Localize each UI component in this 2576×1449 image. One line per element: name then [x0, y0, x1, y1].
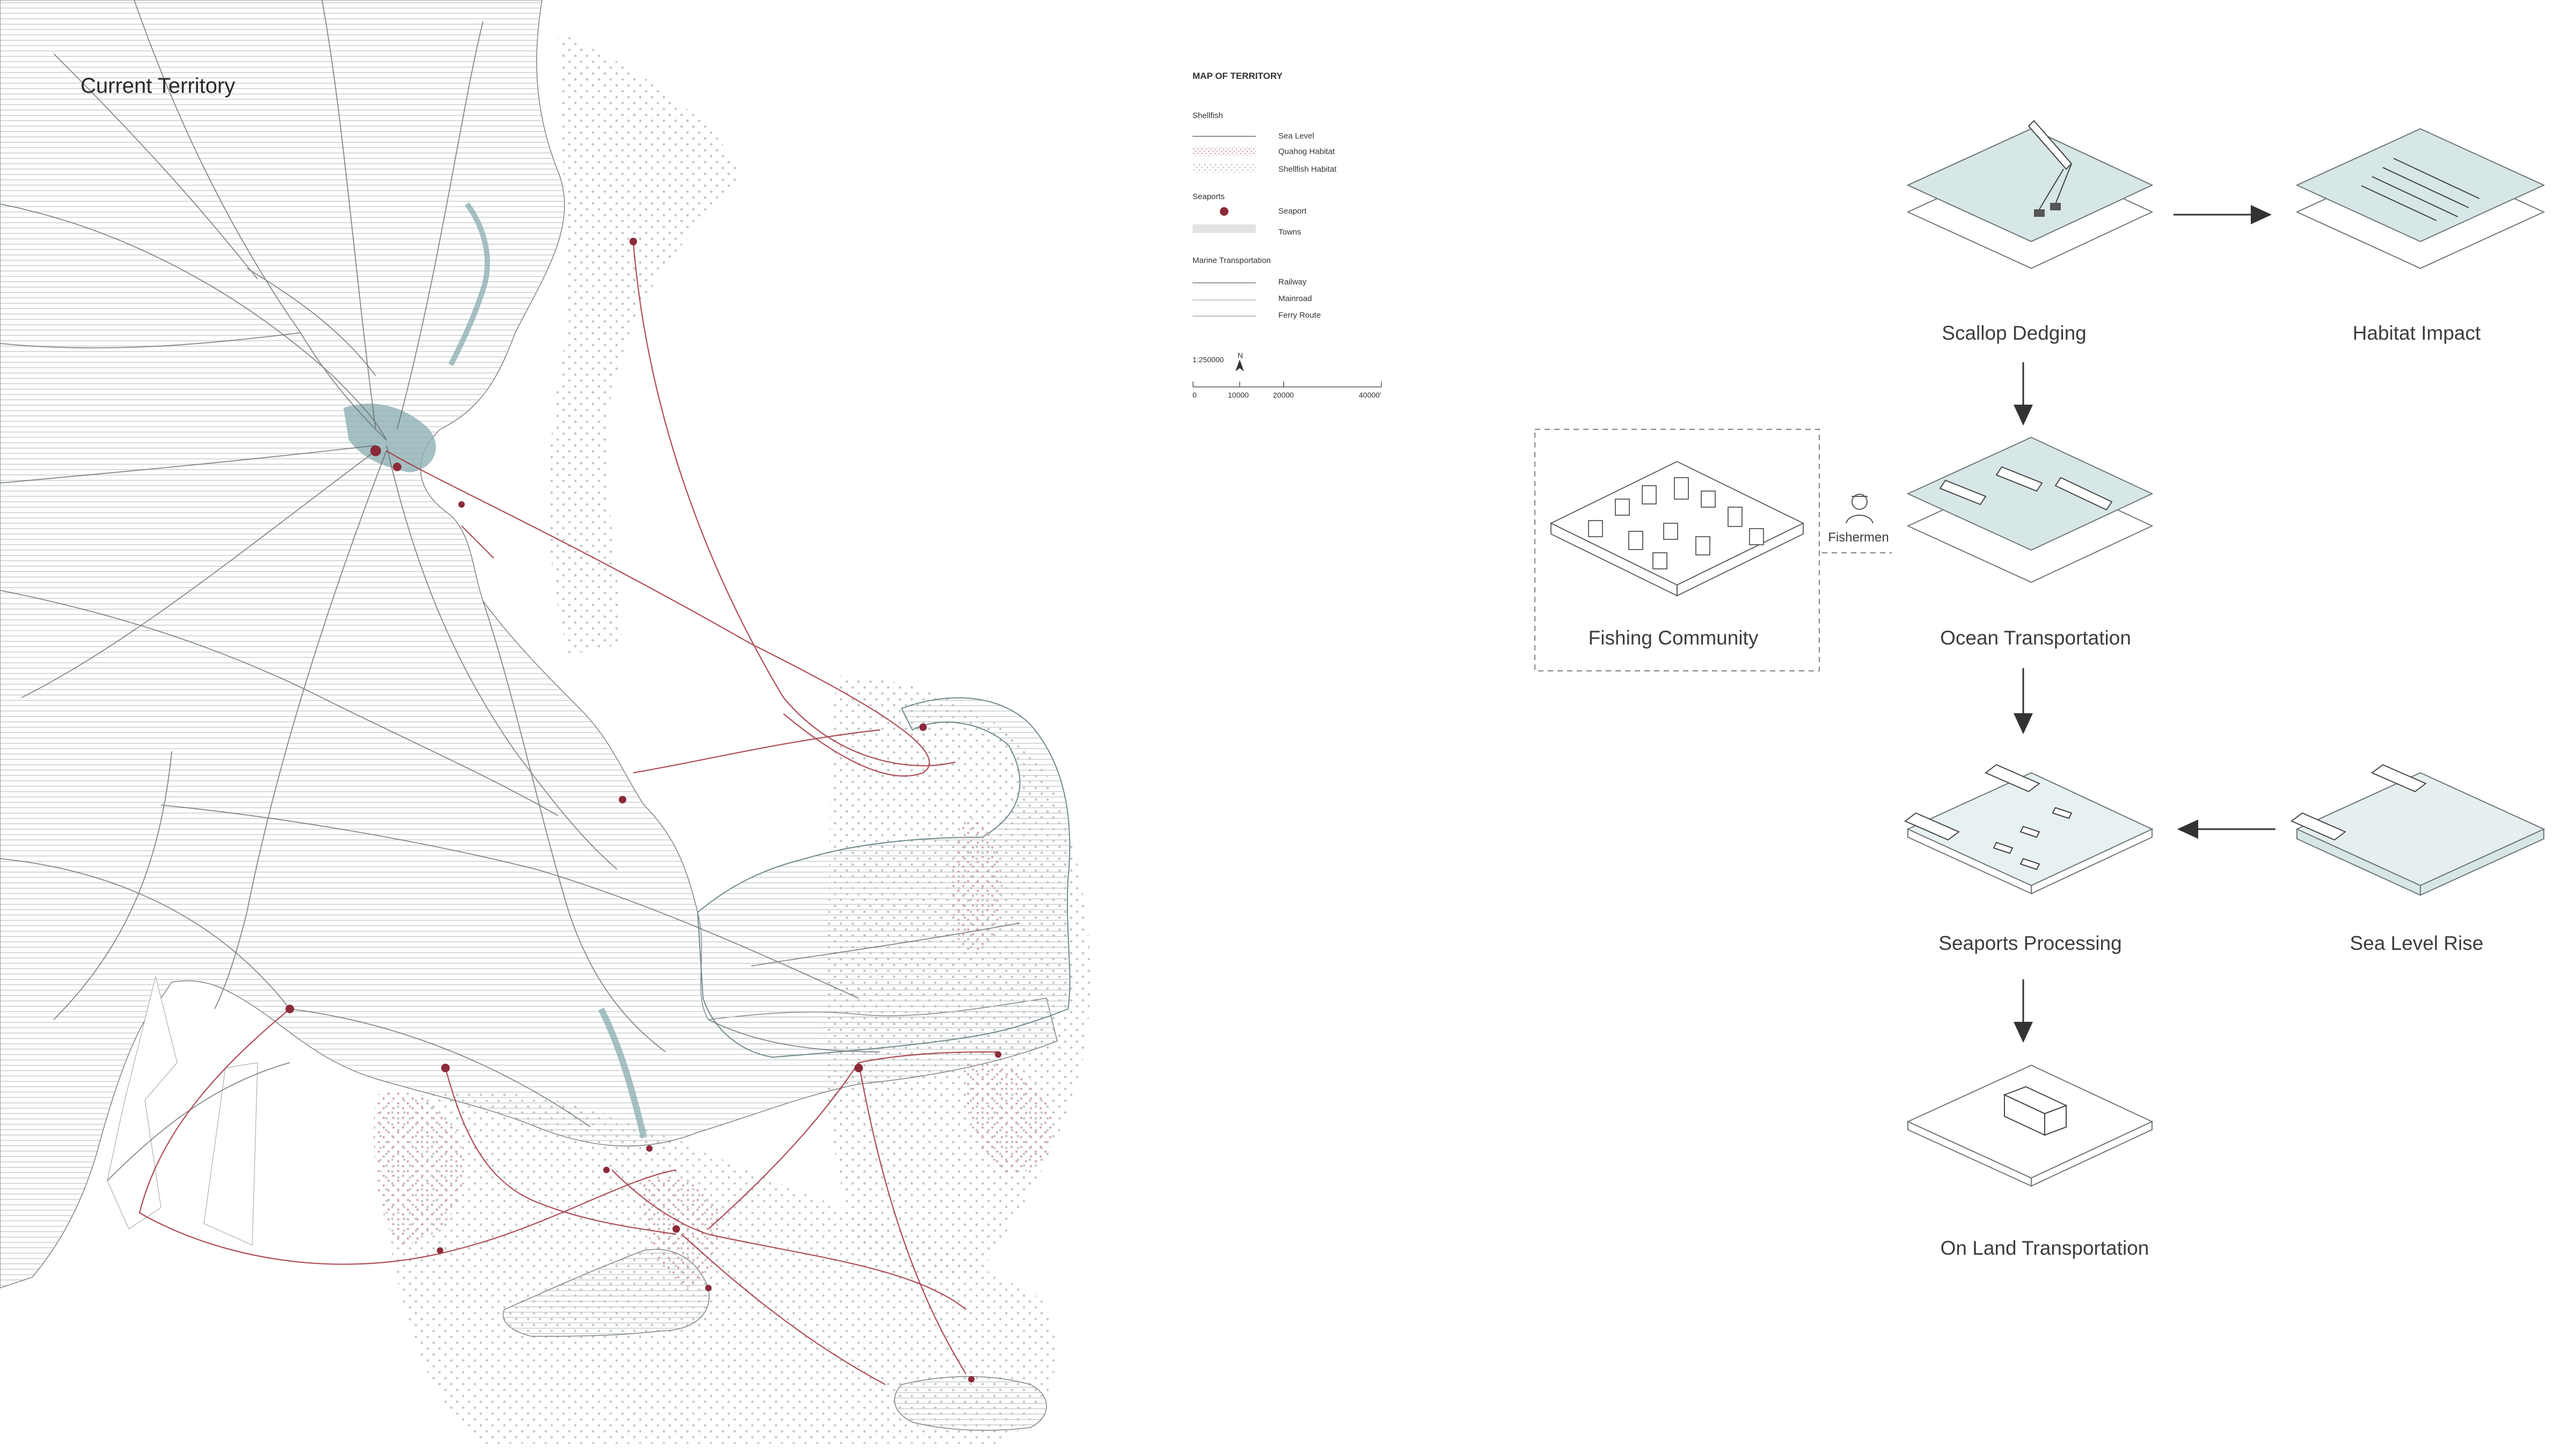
seaport-marker — [603, 1167, 610, 1173]
process-flow-diagram — [1534, 120, 2545, 1187]
ferry-routes — [138, 241, 999, 1385]
seaport-marker — [854, 1064, 863, 1072]
seaport-marker — [646, 1145, 653, 1152]
seaport-marker — [705, 1285, 712, 1291]
label-habitat-impact: Habitat Impact — [2352, 322, 2481, 344]
scallop-dredging-illustration — [1906, 120, 2154, 269]
fishing-community-box — [1534, 428, 1820, 672]
seaport-marker — [968, 1376, 975, 1382]
legend-scale-bar — [1192, 382, 1382, 387]
legend-section-marine: Marine Transportation — [1192, 256, 1271, 265]
quahog-habitat-zone-2 — [643, 1176, 720, 1288]
legend-section-seaports: Seaports — [1192, 192, 1225, 201]
seaport-marker — [370, 445, 381, 456]
fishing-community-illustration — [1549, 460, 1805, 597]
seaport-marker — [919, 723, 927, 731]
seaport-marker — [672, 1225, 680, 1233]
nantucket-island — [894, 1376, 1047, 1431]
legend-title: MAP OF TERRITORY — [1192, 71, 1283, 81]
label-fishermen: Fishermen — [1828, 530, 1889, 545]
north-arrow-icon — [1235, 360, 1244, 371]
legend-ferry-route: Ferry Route — [1278, 311, 1321, 320]
fisherman-icon — [1846, 494, 1874, 524]
west-bay-water — [107, 976, 178, 1230]
seaport-marker — [995, 1051, 1001, 1058]
quahog-habitat-zone-4 — [964, 1062, 1053, 1173]
legend-seaport: Seaport — [1278, 207, 1307, 216]
buzzards-bay-water — [598, 1007, 647, 1139]
seaport-marker — [286, 1005, 294, 1013]
label-sea-level-rise: Sea Level Rise — [2350, 932, 2484, 954]
seaport-marker — [441, 1064, 450, 1072]
label-on-land-transportation: On Land Transportation — [1940, 1237, 2149, 1259]
shellfish-habitat-zone-south — [376, 1091, 1057, 1444]
territory-map — [0, 0, 1091, 1444]
quahog-habitat-zone-1 — [374, 1092, 464, 1245]
legend-sea-level: Sea Level — [1278, 131, 1314, 141]
legend-shellfish-habitat: Shellfish Habitat — [1278, 165, 1337, 174]
ocean-transportation-illustration — [1906, 436, 2154, 583]
legend-towns: Towns — [1278, 228, 1301, 237]
legend-seaport-swatches — [1192, 207, 1256, 233]
seaport-markers — [286, 238, 1001, 1382]
boston-harbor-water — [343, 404, 436, 472]
marthas-vineyard-island — [502, 1249, 710, 1337]
habitat-impact-illustration — [2295, 128, 2545, 269]
legend-railway: Railway — [1278, 277, 1307, 287]
legend-scale-tick: 20000 — [1273, 391, 1294, 399]
legend-section-shellfish: Shellfish — [1192, 111, 1223, 120]
label-scallop-dredging: Scallop Dedging — [1942, 322, 2087, 344]
legend-north-label: N — [1238, 351, 1243, 360]
legend-scale-ratio: 1:250000 — [1192, 355, 1224, 364]
label-fishing-community: Fishing Community — [1588, 627, 1759, 649]
legend-scale-tick: 10000 — [1228, 391, 1249, 399]
seaport-marker — [630, 238, 637, 245]
seaport-marker — [619, 796, 626, 803]
legend-quahog-habitat: Quahog Habitat — [1278, 147, 1335, 156]
quahog-habitat-zone-3 — [952, 816, 1002, 952]
label-ocean-transportation: Ocean Transportation — [1940, 627, 2131, 649]
coastline-water-strip — [448, 202, 491, 367]
seaport-marker — [437, 1247, 443, 1254]
label-seaports-processing: Seaports Processing — [1938, 932, 2122, 954]
legend-scale-tick: 40000' — [1359, 391, 1381, 399]
seaport-marker — [458, 501, 465, 508]
legend-mainroad: Mainroad — [1278, 294, 1312, 303]
west-bay-water-2 — [203, 1062, 258, 1246]
seaport-marker — [393, 463, 401, 471]
road-network — [0, 0, 1020, 1181]
seaports-processing-illustration — [1904, 764, 2154, 895]
legend-transport-swatches — [1192, 282, 1256, 317]
map-title: Current Territory — [80, 74, 236, 98]
shellfish-habitat-zone-north — [548, 32, 741, 655]
legend-scale-tick: 0 — [1192, 391, 1197, 399]
legend-shellfish-swatches — [1192, 136, 1256, 173]
on-land-transportation-illustration — [1906, 1064, 2154, 1187]
sea-level-rise-illustration — [2290, 764, 2545, 896]
